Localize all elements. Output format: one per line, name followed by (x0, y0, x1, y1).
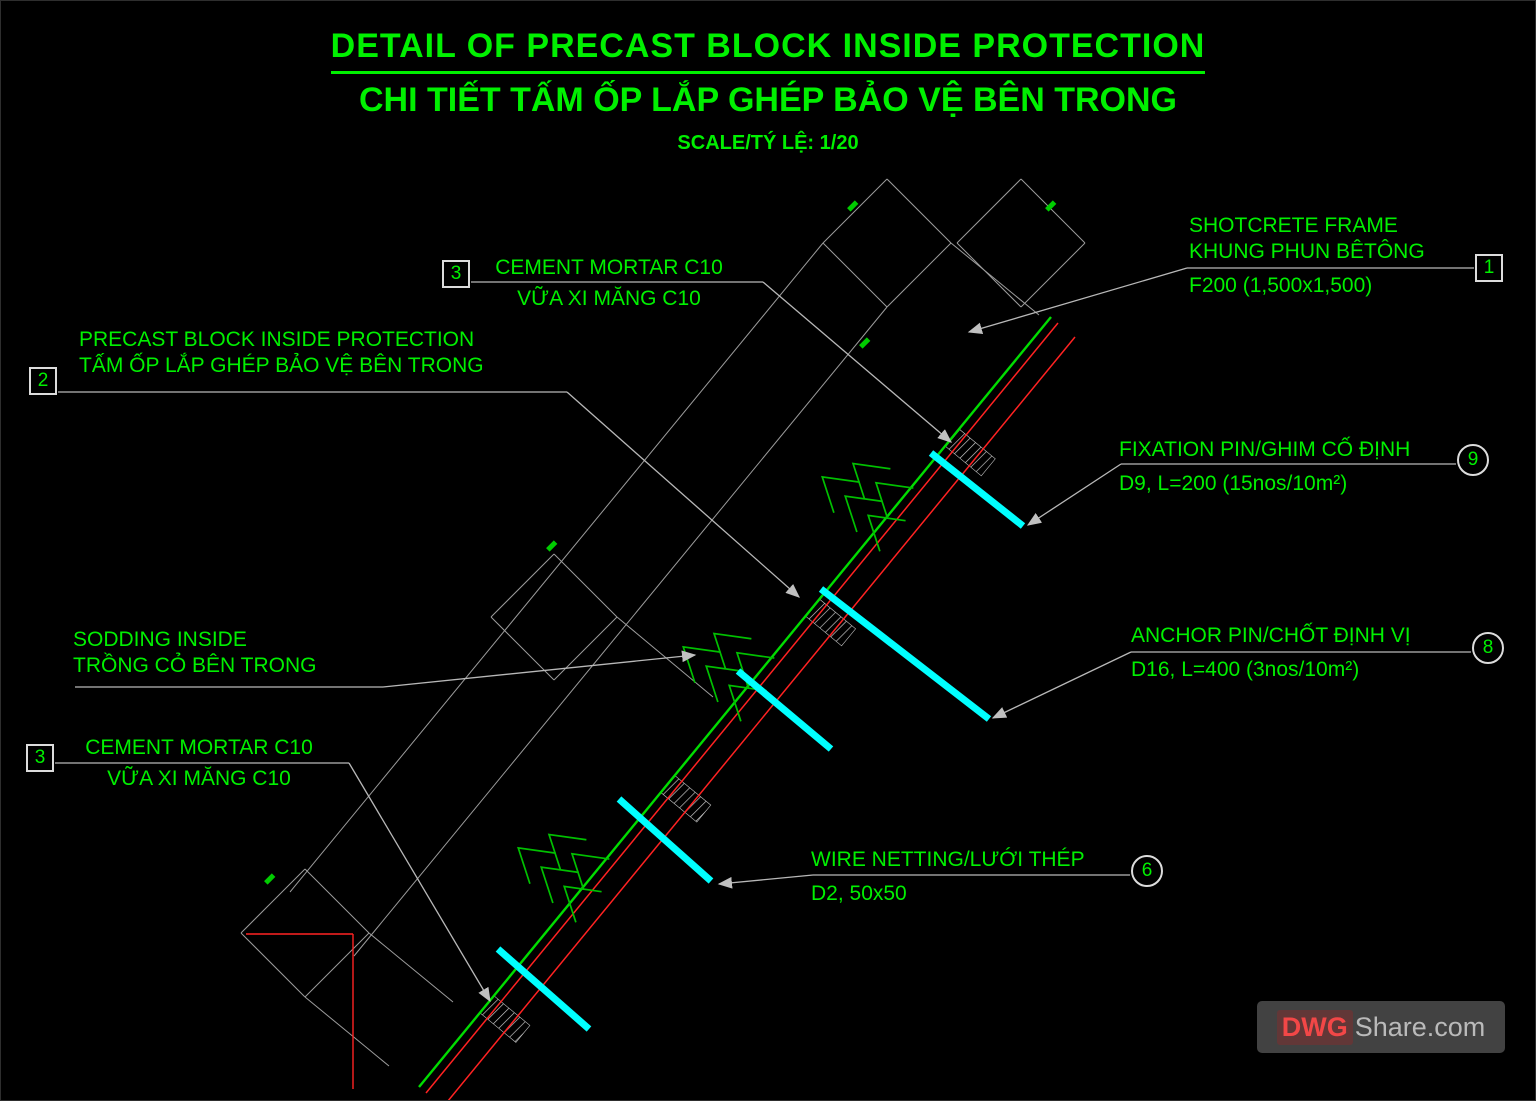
annotation-line1: CEMENT MORTAR C10 (85, 736, 313, 759)
callout-marker-1: 1 (1475, 254, 1503, 282)
cement-mortar-joints (479, 429, 996, 1043)
annotation-note: D9, L=200 (15nos/10m²) (1119, 472, 1348, 495)
fixation-pin-line (616, 796, 714, 884)
annotation-cement-mortar-left: CEMENT MORTAR C10 VỮA XI MĂNG C10 (49, 735, 349, 792)
frame-red-lines (246, 933, 354, 1089)
annotation-line1: PRECAST BLOCK INSIDE PROTECTION (79, 328, 475, 351)
annotation-line1: CEMENT MORTAR C10 (495, 256, 723, 279)
leader-lines (55, 267, 1474, 1003)
fixation-pin-line (735, 668, 834, 752)
annotation-line1: WIRE NETTING/LƯỚI THÉP (811, 848, 1085, 871)
callout-marker-6: 6 (1131, 855, 1163, 887)
callout-marker-9: 9 (1457, 444, 1489, 476)
grass-tuft (504, 808, 622, 924)
block-red-line-top (425, 322, 1059, 1094)
annotation-line2: TẤM ỐP LẮP GHÉP BẢO VỆ BÊN TRONG (79, 354, 484, 377)
annotation-note: D16, L=400 (3nos/10m²) (1131, 658, 1360, 681)
pins (495, 450, 1026, 1032)
fixation-pin-line (928, 450, 1026, 529)
annotation-line1: ANCHOR PIN/CHỐT ĐỊNH VỊ (1131, 624, 1411, 647)
watermark-brand-suffix: Share.com (1354, 1011, 1486, 1042)
annotation-line1: FIXATION PIN/GHIM CỐ ĐỊNH (1119, 438, 1411, 461)
drawing-header: DETAIL OF PRECAST BLOCK INSIDE PROTECTIO… (1, 27, 1535, 155)
annotation-precast-block: PRECAST BLOCK INSIDE PROTECTION TẤM ỐP L… (79, 327, 484, 379)
annotation-fixation-pin: FIXATION PIN/GHIM CỐ ĐỊNH D9, L=200 (15n… (1119, 437, 1410, 497)
grass-tuft (669, 607, 787, 723)
annotation-line2: KHUNG PHUN BÊTÔNG (1189, 240, 1425, 263)
annotation-line1: SODDING INSIDE (73, 628, 247, 651)
annotation-line2: TRỒNG CỎ BÊN TRONG (73, 654, 317, 677)
fixation-pin-line (495, 946, 592, 1032)
callout-marker-3-top: 3 (442, 260, 470, 288)
annotation-note: F200 (1,500x1,500) (1189, 274, 1373, 297)
block-red-line-bottom (447, 336, 1076, 1100)
annotation-line2: VỮA XI MĂNG C10 (517, 287, 701, 310)
grass-tuft (808, 437, 926, 553)
callout-marker-8: 8 (1472, 632, 1504, 664)
callout-marker-2: 2 (29, 367, 57, 395)
anchor-pin-line (818, 586, 992, 722)
frame-ticks (264, 200, 1057, 885)
drawing-title-vi: CHI TIẾT TẤM ỐP LẮP GHÉP BẢO VỆ BÊN TRON… (359, 81, 1177, 119)
annotation-line2: VỮA XI MĂNG C10 (107, 767, 291, 790)
watermark-brand-prefix: DWG (1276, 1009, 1353, 1045)
annotation-anchor-pin: ANCHOR PIN/CHỐT ĐỊNH VỊ D16, L=400 (3nos… (1131, 623, 1411, 683)
scale-label: SCALE/TÝ LỆ: 1/20 (677, 132, 859, 154)
annotation-note: D2, 50x50 (811, 882, 907, 905)
annotation-sodding: SODDING INSIDE TRỒNG CỎ BÊN TRONG (73, 627, 316, 679)
watermark: DWG Share.com (1257, 1001, 1505, 1053)
callout-marker-3-left: 3 (26, 744, 54, 772)
shotcrete-frame-grid (240, 178, 1086, 1067)
annotation-shotcrete-frame: SHOTCRETE FRAME KHUNG PHUN BÊTÔNG F200 (… (1189, 213, 1425, 299)
annotation-line1: SHOTCRETE FRAME (1189, 214, 1398, 237)
drawing-title-en: DETAIL OF PRECAST BLOCK INSIDE PROTECTIO… (330, 27, 1206, 74)
annotation-cement-mortar-top: CEMENT MORTAR C10 VỮA XI MĂNG C10 (453, 255, 765, 312)
annotation-wire-netting: WIRE NETTING/LƯỚI THÉP D2, 50x50 (811, 847, 1085, 907)
